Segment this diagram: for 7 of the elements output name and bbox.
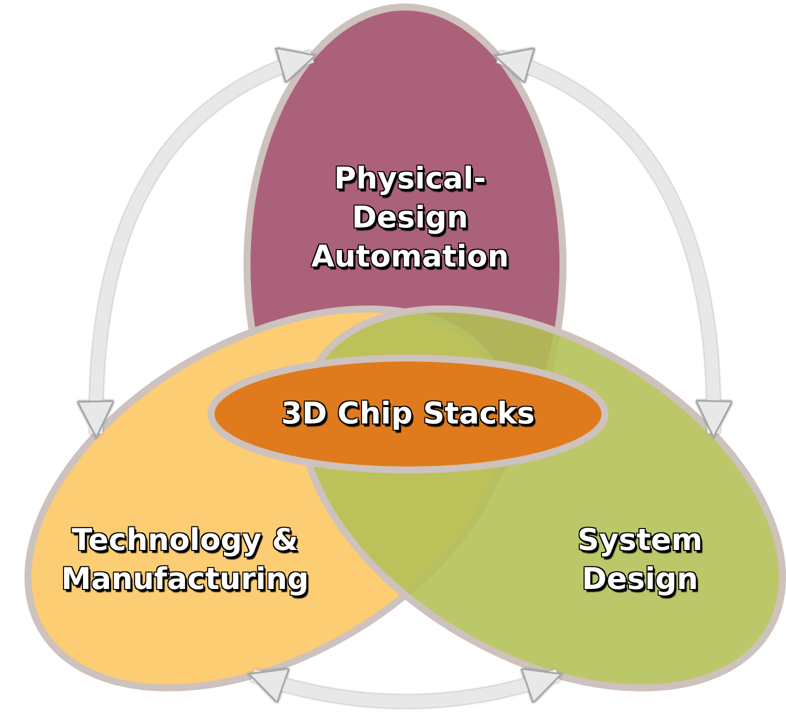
- double-arrow: [248, 666, 562, 708]
- shape-label: System Design: [576, 522, 704, 599]
- double-arrow: [78, 49, 316, 438]
- shape-label: Physical- Design Automation: [310, 160, 510, 276]
- shape-label: Technology & Manufacturing: [60, 522, 310, 599]
- double-arrow: [494, 49, 732, 438]
- shape-label: 3D Chip Stacks: [280, 396, 536, 434]
